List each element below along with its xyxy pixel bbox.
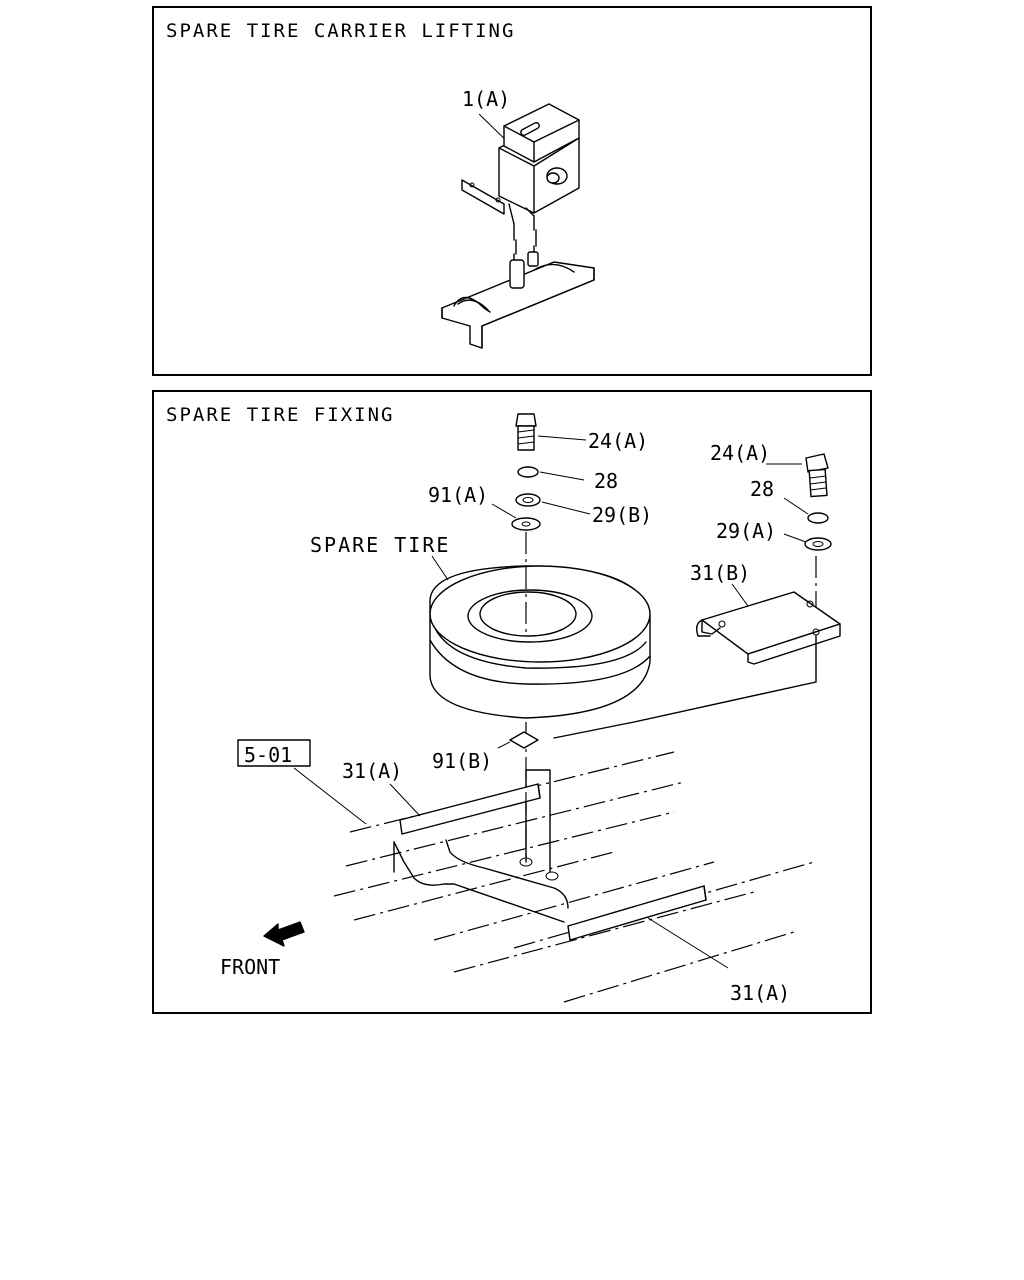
ref-box [237, 739, 311, 767]
frame-rails [333, 751, 815, 1003]
rail-31a-right [567, 885, 707, 941]
spare-tire-drawing [429, 565, 651, 719]
spare-tire-carrier-lifting-panel: SPARE TIRE CARRIER LIFTING 1(A) [152, 6, 872, 376]
callout-24a-right: 24(A) [710, 441, 770, 465]
callout-28-right: 28 [750, 477, 774, 501]
callout-91b: 91(B) [432, 749, 492, 773]
callout-28-left: 28 [594, 469, 618, 493]
callout-24a-left: 24(A) [588, 429, 648, 453]
crossmember-channel [441, 261, 595, 349]
callout-31a-right: 31(A) [730, 981, 790, 1005]
callout-31b: 31(B) [690, 561, 750, 585]
callout-5-01: 5-01 [244, 743, 292, 767]
tire-fixing-drawing: 24(A) 28 29(B) 91(A) SPARE TIRE 24(A) 28… [220, 413, 841, 1005]
panel-title: SPARE TIRE CARRIER LIFTING [166, 20, 516, 42]
front-arrow-icon [263, 921, 305, 947]
front-label: FRONT [220, 955, 280, 979]
callout-31a-left: 31(A) [342, 759, 402, 783]
leader-lines [293, 435, 809, 969]
crossmember [393, 769, 569, 923]
carrier-lifting-drawing: 1(A) [441, 87, 595, 349]
winch-assembly [461, 103, 580, 225]
spare-tire-fixing-panel: SPARE TIRE FIXING [152, 390, 872, 1014]
panel-title: SPARE TIRE FIXING [166, 404, 395, 426]
callout-91a: 91(A) [428, 483, 488, 507]
callout-1a: 1(A) [462, 87, 510, 111]
left-fastener-stack [509, 413, 541, 862]
right-fastener-stack [804, 453, 832, 622]
bracket-31b [553, 591, 841, 739]
callout-29a: 29(A) [716, 519, 776, 543]
callout-29b: 29(B) [592, 503, 652, 527]
chains [509, 215, 539, 289]
rail-31a-left [399, 783, 541, 835]
callout-spare-tire: SPARE TIRE [310, 533, 450, 557]
